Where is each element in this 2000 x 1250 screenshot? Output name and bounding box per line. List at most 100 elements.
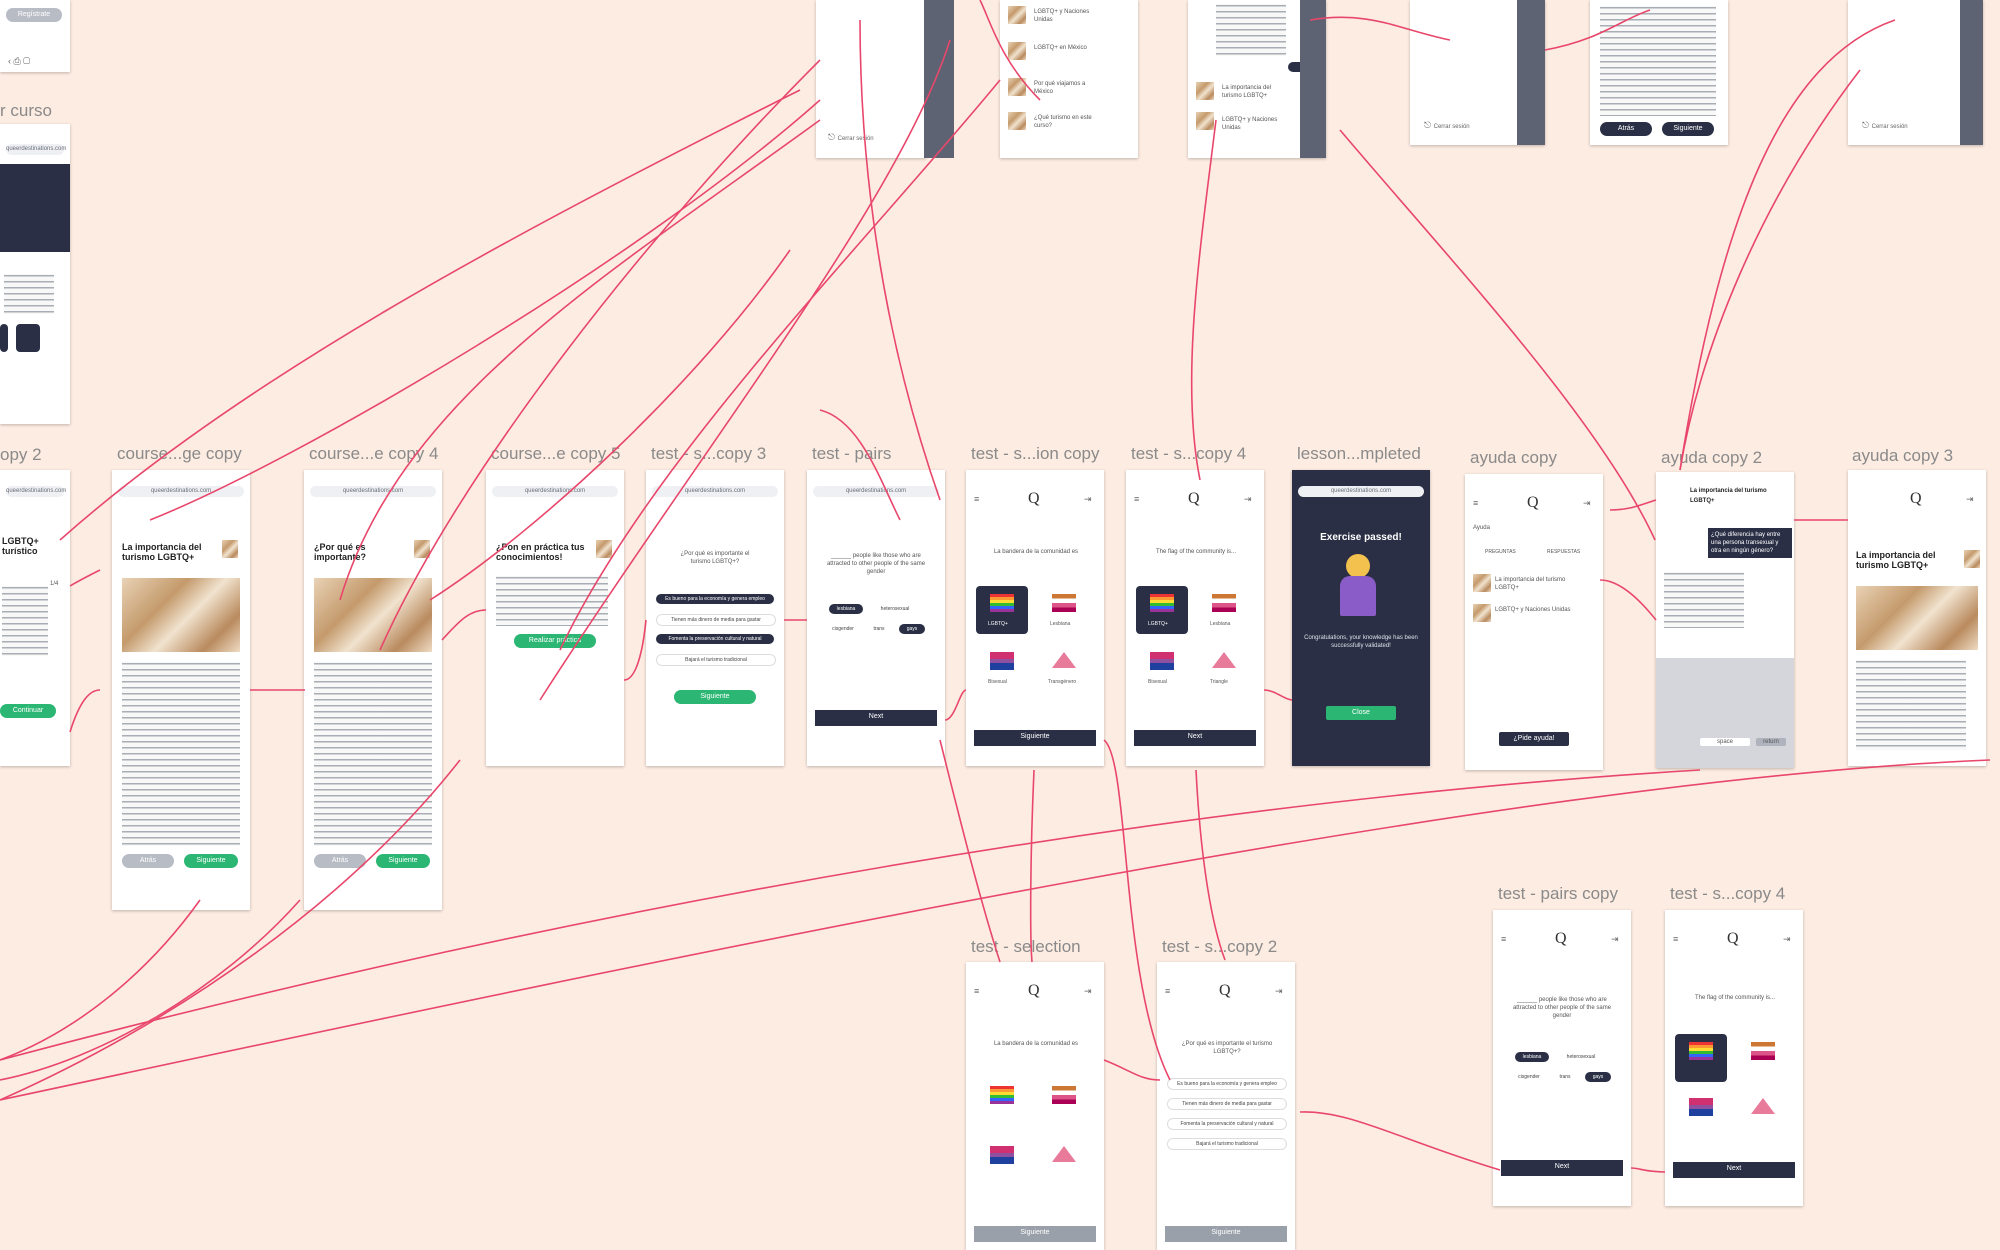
artboard-menu[interactable]: ⎋ Cerrar sesión	[816, 0, 926, 158]
flag-option-lgbtq[interactable]	[1675, 1034, 1727, 1082]
word-chip[interactable]: cisgender	[832, 626, 854, 632]
keyboard-space[interactable]: space	[1700, 738, 1750, 746]
next-button[interactable]: Siguiente	[184, 854, 238, 868]
help-button[interactable]: ¿Pide ayuda!	[1499, 732, 1569, 746]
artboard-test-flags[interactable]: Q ≡ ⇥ La bandera de la comunidad es LGBT…	[966, 470, 1104, 766]
flag-option-triangle[interactable]	[1038, 1138, 1090, 1186]
artboard-test-flags-copy[interactable]: Q ≡ ⇥ The flag of the community is... Ne…	[1665, 910, 1803, 1206]
next-button[interactable]: Next	[815, 710, 937, 726]
artboard-test-question-copy[interactable]: Q ≡ ⇥ ¿Por qué es importante el turismo …	[1157, 962, 1295, 1250]
artboard-course-copy-2[interactable]: queerdestinations.com LGBTQ+ turístico C…	[0, 470, 70, 766]
word-chip[interactable]: trans	[873, 626, 885, 632]
tab-answers[interactable]: RESPUESTAS	[1547, 549, 1581, 555]
list-item[interactable]: ¿Qué turismo en este curso?	[1034, 115, 1092, 129]
flag-option-bisexual[interactable]	[976, 1138, 1028, 1186]
next-button[interactable]: Siguiente	[674, 690, 756, 704]
back-button[interactable]: Atrás	[122, 854, 174, 868]
word-chip[interactable]: heterosexual	[1566, 1054, 1596, 1060]
menu-icon[interactable]: ≡	[1501, 934, 1507, 944]
answer-option[interactable]: Es bueno para la economía y genera emple…	[1167, 1078, 1287, 1090]
flag-option-lgbtq[interactable]	[976, 1078, 1028, 1126]
artboard-course-intro[interactable]: queerdestinations.com	[0, 124, 70, 424]
artboard-lesson-completed[interactable]: queerdestinations.com Exercise passed! C…	[1292, 470, 1430, 766]
next-button[interactable]: Next	[1673, 1162, 1795, 1178]
flag-option-triangle[interactable]	[1737, 1090, 1789, 1138]
flag-option-lesbian[interactable]	[1038, 1078, 1090, 1126]
artboard-lesson-why[interactable]: queerdestinations.com ¿Por qué es import…	[304, 470, 442, 910]
next-button[interactable]: Siguiente	[1165, 1226, 1287, 1242]
logout-icon[interactable]: ⇥	[1084, 986, 1092, 996]
list-item[interactable]: Por qué viajamos a México	[1034, 81, 1086, 95]
answer-option[interactable]: Es bueno para la economía y genera emple…	[656, 594, 774, 604]
word-chip[interactable]: cisgender	[1518, 1074, 1540, 1080]
menu-icon[interactable]: ≡	[974, 986, 980, 996]
flag-option-lesbian[interactable]: Lesbiana	[1198, 586, 1250, 634]
practice-button[interactable]: Realizar práctica	[514, 634, 596, 648]
flag-option-lesbian[interactable]	[1737, 1034, 1789, 1082]
artboard-practice[interactable]: queerdestinations.com ¿Pon en práctica t…	[486, 470, 624, 766]
keyboard[interactable]: space return	[1656, 658, 1794, 768]
flag-option-lgbtq[interactable]: LGBTQ+	[976, 586, 1028, 634]
artboard-lesson-text[interactable]: Atrás Siguiente	[1590, 0, 1728, 145]
next-button[interactable]: Next	[1134, 730, 1256, 746]
list-item[interactable]: LGBTQ+ en México	[1034, 45, 1087, 51]
logout-icon[interactable]: ⎋ Cerrar sesión	[1862, 120, 1908, 130]
menu-icon[interactable]: ≡	[1673, 934, 1679, 944]
answer-option[interactable]: Tienen más dinero de media para gastar	[1167, 1098, 1287, 1110]
menu-icon[interactable]: ≡	[974, 494, 980, 504]
answer-option[interactable]: Bajará el turismo tradicional	[656, 654, 776, 666]
flag-option-bisexual[interactable]: Bisexual	[976, 644, 1028, 692]
category-tile[interactable]	[0, 324, 8, 352]
next-button[interactable]: Siguiente	[974, 1226, 1096, 1242]
tab-questions[interactable]: PREGUNTAS	[1485, 549, 1516, 555]
list-item[interactable]: La importancia del turismo LGBTQ+	[1222, 85, 1272, 99]
help-item[interactable]: La importancia del turismo LGBTQ+	[1495, 577, 1566, 591]
logout-icon[interactable]: ⇥	[1244, 494, 1252, 504]
flag-option-triangle[interactable]: Triangle	[1198, 644, 1250, 692]
artboard-test-flags-en[interactable]: Q ≡ ⇥ The flag of the community is... LG…	[1126, 470, 1264, 766]
logout-icon[interactable]: ⇥	[1966, 494, 1974, 504]
menu-icon[interactable]: ≡	[1165, 986, 1171, 996]
flag-option-bisexual[interactable]: Bisexual	[1136, 644, 1188, 692]
artboard-help-lesson[interactable]: Q ⇥ La importancia del turismo LGBTQ+	[1848, 470, 1986, 766]
artboard-help-chat[interactable]: La importancia del turismo LGBTQ+ ¿Qué d…	[1656, 472, 1794, 768]
logout-icon[interactable]: ⇥	[1084, 494, 1092, 504]
word-chip[interactable]: trans	[1559, 1074, 1571, 1080]
flag-option-triangle[interactable]: Transgénero	[1038, 644, 1090, 692]
next-button[interactable]: Next	[1501, 1160, 1623, 1176]
logout-icon[interactable]: ⇥	[1783, 934, 1791, 944]
logout-icon[interactable]: ⇥	[1583, 498, 1591, 508]
answer-option[interactable]: Bajará el turismo tradicional	[1167, 1138, 1287, 1150]
word-chip[interactable]: gays	[899, 624, 925, 634]
next-button[interactable]: Siguiente	[376, 854, 430, 868]
answer-option[interactable]: Fomenta la preservación cultural y natur…	[1167, 1118, 1287, 1130]
flag-option-bisexual[interactable]	[1675, 1090, 1727, 1138]
artboard-help[interactable]: Q ≡ ⇥ Ayuda PREGUNTAS RESPUESTAS La impo…	[1465, 474, 1603, 770]
register-button[interactable]: Regístrate	[6, 8, 62, 22]
artboard-test-selection[interactable]: Q ≡ ⇥ La bandera de la comunidad es Sigu…	[966, 962, 1104, 1250]
list-item[interactable]: LGBTQ+ y Naciones Unidas	[1034, 9, 1090, 23]
help-item[interactable]: LGBTQ+ y Naciones Unidas	[1495, 607, 1571, 613]
keyboard-return[interactable]: return	[1756, 738, 1786, 746]
artboard-test-question[interactable]: queerdestinations.com ¿Por qué es import…	[646, 470, 784, 766]
back-button[interactable]: Atrás	[314, 854, 366, 868]
artboard-top-left[interactable]: Regístrate ‹ ⎙ ▢	[0, 0, 70, 72]
word-chip[interactable]: lesbiana	[829, 604, 863, 614]
continue-button[interactable]: Continuar	[0, 704, 56, 718]
flag-option-lgbtq[interactable]: LGBTQ+	[1136, 586, 1188, 634]
list-item[interactable]: LGBTQ+ y Naciones Unidas	[1222, 117, 1278, 131]
logout-icon[interactable]: ⎋ Cerrar sesión	[1424, 120, 1470, 130]
close-button[interactable]: Close	[1326, 706, 1396, 720]
word-chip[interactable]: heterosexual	[880, 606, 910, 612]
word-chip[interactable]: gays	[1585, 1072, 1611, 1082]
artboard-test-pairs-copy[interactable]: Q ≡ ⇥ ______ people like those who are a…	[1493, 910, 1631, 1206]
back-button[interactable]: Atrás	[1600, 122, 1652, 136]
menu-icon[interactable]: ≡	[1134, 494, 1140, 504]
artboard-course-list[interactable]: LGBTQ+ y Naciones Unidas LGBTQ+ en Méxic…	[1000, 0, 1138, 158]
logout-icon[interactable]: ⎋ Cerrar sesión	[828, 132, 874, 142]
flag-option-lesbian[interactable]: Lesbiana	[1038, 586, 1090, 634]
logout-icon[interactable]: ⇥	[1611, 934, 1619, 944]
logout-icon[interactable]: ⇥	[1275, 986, 1283, 996]
artboard-lesson-course[interactable]: queerdestinations.com La importancia del…	[112, 470, 250, 910]
category-tile[interactable]	[16, 324, 40, 352]
